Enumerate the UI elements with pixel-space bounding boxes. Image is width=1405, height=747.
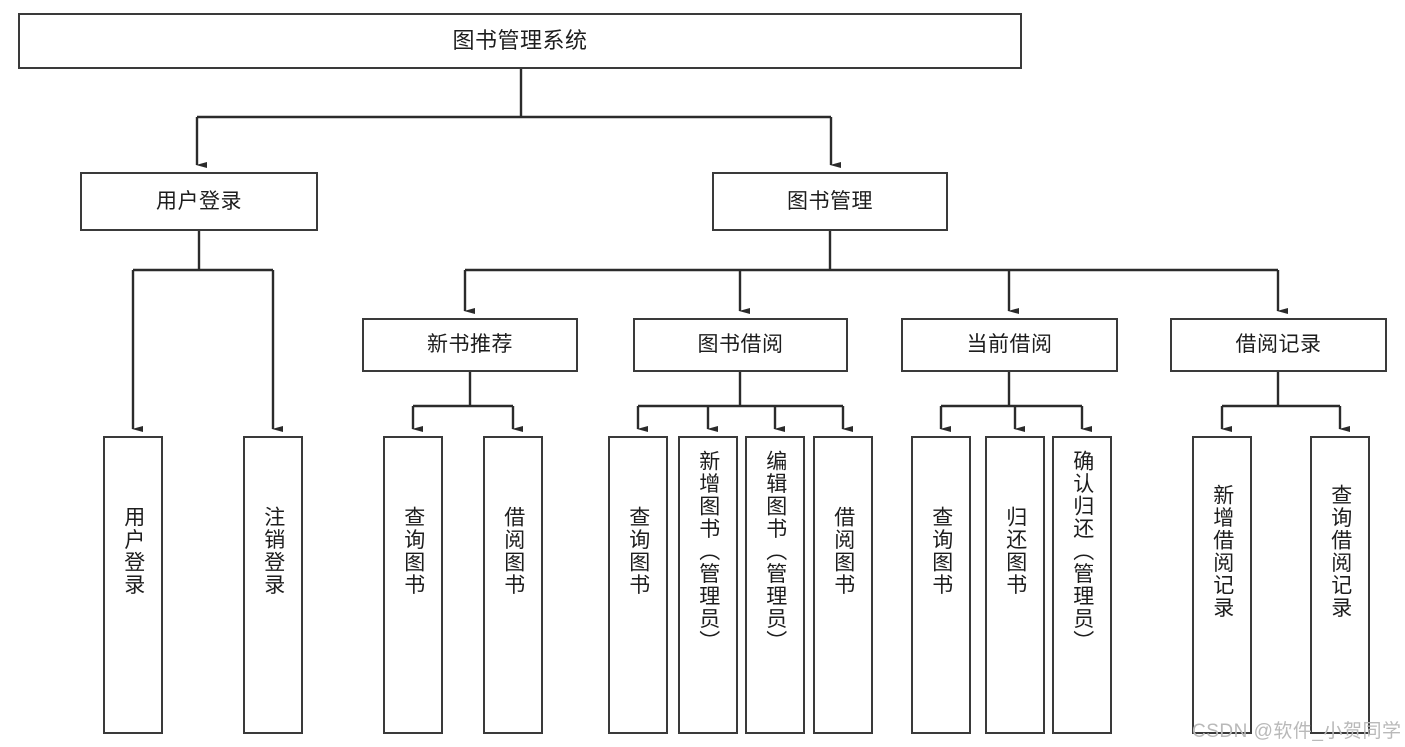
- leaf-label: 借阅图书: [831, 506, 855, 596]
- leaf-current-return-book[interactable]: 归还图书: [985, 436, 1045, 734]
- leaf-borrow-edit-book-admin[interactable]: 编辑图书（管理员）: [745, 436, 805, 734]
- leaf-user-login-login[interactable]: 用户登录: [103, 436, 163, 734]
- leaf-label: 查询图书: [929, 506, 953, 596]
- leaf-record-query-borrow-record[interactable]: 查询借阅记录: [1310, 436, 1370, 734]
- leaf-label: 查询借阅记录: [1328, 484, 1352, 619]
- leaf-label: 确认归还（管理员）: [1070, 450, 1094, 653]
- node-label: 当前借阅: [966, 333, 1053, 357]
- node-borrow-record[interactable]: 借阅记录: [1170, 318, 1387, 372]
- node-label: 借阅记录: [1235, 333, 1322, 357]
- watermark: CSDN @软件_小贺同学: [1192, 721, 1402, 742]
- leaf-user-login-logout[interactable]: 注销登录: [243, 436, 303, 734]
- leaf-label: 查询图书: [401, 506, 425, 596]
- leaf-record-add-borrow-record[interactable]: 新增借阅记录: [1192, 436, 1252, 734]
- leaf-label: 注销登录: [261, 506, 285, 596]
- node-root-system[interactable]: 图书管理系统: [18, 13, 1022, 69]
- node-label: 用户登录: [156, 189, 242, 213]
- leaf-label: 查询图书: [626, 506, 650, 596]
- leaf-label: 编辑图书（管理员）: [763, 450, 787, 653]
- leaf-borrow-add-book-admin[interactable]: 新增图书（管理员）: [678, 436, 738, 734]
- leaf-recommend-borrow-book[interactable]: 借阅图书: [483, 436, 543, 734]
- leaf-label: 新增图书（管理员）: [696, 450, 720, 653]
- leaf-current-confirm-return-admin[interactable]: 确认归还（管理员）: [1052, 436, 1112, 734]
- leaf-current-query-book[interactable]: 查询图书: [911, 436, 971, 734]
- leaf-label: 用户登录: [121, 506, 145, 596]
- leaf-label: 新增借阅记录: [1210, 484, 1234, 619]
- node-book-management[interactable]: 图书管理: [712, 172, 948, 231]
- node-label: 图书管理系统: [452, 27, 588, 53]
- leaf-recommend-query-book[interactable]: 查询图书: [383, 436, 443, 734]
- node-user-login[interactable]: 用户登录: [80, 172, 318, 231]
- node-new-book-recommend[interactable]: 新书推荐: [362, 318, 578, 372]
- leaf-borrow-borrow-book[interactable]: 借阅图书: [813, 436, 873, 734]
- leaf-label: 归还图书: [1003, 506, 1027, 596]
- node-label: 图书借阅: [697, 333, 784, 357]
- node-label: 新书推荐: [427, 333, 513, 357]
- node-label: 图书管理: [787, 189, 873, 213]
- node-book-borrow[interactable]: 图书借阅: [633, 318, 848, 372]
- leaf-borrow-query-book[interactable]: 查询图书: [608, 436, 668, 734]
- node-current-borrow[interactable]: 当前借阅: [901, 318, 1118, 372]
- leaf-label: 借阅图书: [501, 506, 525, 596]
